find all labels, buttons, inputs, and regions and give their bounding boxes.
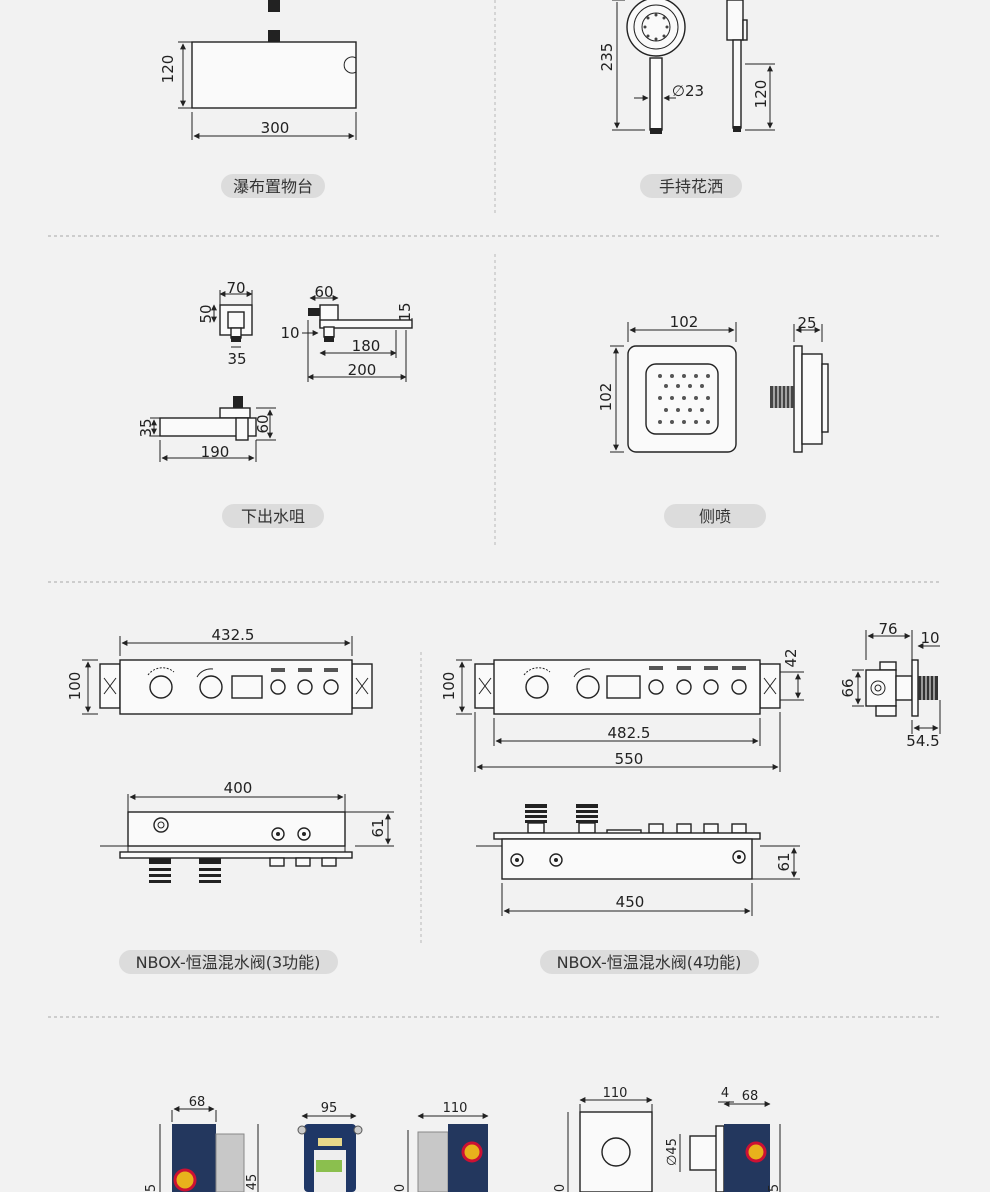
dim-box1-45: 45 — [245, 1174, 260, 1191]
dim-valve4-width: 482.5 — [608, 724, 651, 742]
dim-side-jet-width: 102 — [670, 313, 699, 331]
dim-valve3-base: 400 — [224, 779, 253, 797]
dim-shelf-width: 300 — [261, 119, 290, 137]
dim-box1-edge: 5 — [144, 1184, 159, 1192]
dim-box5-68: 68 — [742, 1089, 759, 1104]
caption-side-jet-label: 侧喷 — [699, 507, 731, 526]
dim-box5-4: 4 — [721, 1086, 729, 1101]
hand-shower-drawing: 235 ∅23 120 — [598, 0, 775, 134]
dim-valve4-total: 550 — [615, 750, 644, 768]
dim-spout-b-180: 180 — [352, 337, 381, 355]
dim-spout-b-10: 10 — [280, 324, 299, 342]
dim-valve4-42: 42 — [782, 648, 800, 667]
dim-box5-45: ∅45 — [665, 1138, 680, 1166]
dim-valve3-depth: 61 — [369, 818, 387, 837]
valve-side-drawing: 76 10 66 54.5 — [839, 620, 941, 750]
dim-side-jet-depth: 25 — [797, 314, 816, 332]
caption-spout-label: 下出水咀 — [241, 507, 305, 526]
dim-hand-shower-length: 235 — [598, 43, 616, 72]
dim-side-jet-height: 102 — [597, 383, 615, 412]
section-separators — [48, 0, 942, 1018]
caption-valve4: NBOX-恒温混水阀(4功能) — [540, 950, 759, 974]
dim-valve-side-10: 10 — [920, 629, 939, 647]
dim-valve-side-76: 76 — [878, 620, 897, 638]
valve3-controls — [147, 667, 339, 699]
spout-drawing: 70 50 35 60 15 10 180 200 35 — [137, 279, 414, 462]
side-jet-drawing: 102 102 25 — [597, 313, 829, 453]
caption-valve3-label: NBOX-恒温混水阀(3功能) — [136, 953, 321, 972]
dim-box4-edge: 0 — [553, 1184, 568, 1192]
dim-spout-c-60: 60 — [254, 414, 272, 433]
caption-hand-shower: 手持花洒 — [640, 174, 742, 198]
dim-box5-edge: 5 — [767, 1184, 782, 1192]
dim-spout-c-35: 35 — [137, 418, 155, 437]
dim-valve-side-545: 54.5 — [906, 732, 939, 750]
dim-valve3-width: 432.5 — [212, 626, 255, 644]
dim-spout-b-60: 60 — [314, 283, 333, 301]
dim-hand-shower-side: 120 — [752, 80, 770, 109]
dim-hand-shower-diameter: ∅23 — [672, 82, 704, 100]
dim-box3-edge: 0 — [393, 1184, 408, 1192]
dim-valve4-base: 450 — [616, 893, 645, 911]
dim-spout-a-width: 70 — [226, 279, 245, 297]
caption-valve3: NBOX-恒温混水阀(3功能) — [119, 950, 338, 974]
dim-box4-110: 110 — [603, 1086, 628, 1101]
dim-valve4-height: 100 — [440, 672, 458, 701]
dim-shelf-height: 120 — [159, 55, 177, 84]
dim-box1-68: 68 — [189, 1095, 206, 1110]
dim-spout-a-bottom: 35 — [227, 350, 246, 368]
dim-valve4-depth: 61 — [775, 852, 793, 871]
side-jet-nozzles — [658, 374, 710, 424]
caption-valve4-label: NBOX-恒温混水阀(4功能) — [557, 953, 742, 972]
caption-shelf: 瀑布置物台 — [221, 174, 325, 198]
valve4-drawing: 100 42 482.5 550 61 450 — [440, 648, 804, 916]
dim-box2-95: 95 — [321, 1101, 338, 1116]
caption-spout: 下出水咀 — [222, 504, 324, 528]
caption-hand-shower-label: 手持花洒 — [659, 177, 723, 196]
caption-side-jet: 侧喷 — [664, 504, 766, 528]
dim-spout-a-height: 50 — [197, 304, 215, 323]
dim-spout-b-15: 15 — [396, 302, 414, 321]
dim-spout-c-190: 190 — [201, 443, 230, 461]
box-drawings: 68 5 45 95 110 0 110 0 4 — [144, 1086, 782, 1192]
shelf-drawing: 120 300 — [159, 0, 357, 140]
caption-shelf-label: 瀑布置物台 — [233, 177, 313, 196]
valve4-controls — [523, 666, 747, 699]
valve3-drawing: 432.5 100 400 61 — [66, 626, 394, 883]
dim-box3-110: 110 — [443, 1101, 468, 1116]
dim-spout-b-200: 200 — [348, 361, 377, 379]
dim-valve-side-66: 66 — [839, 678, 857, 697]
dim-valve3-height: 100 — [66, 672, 84, 701]
